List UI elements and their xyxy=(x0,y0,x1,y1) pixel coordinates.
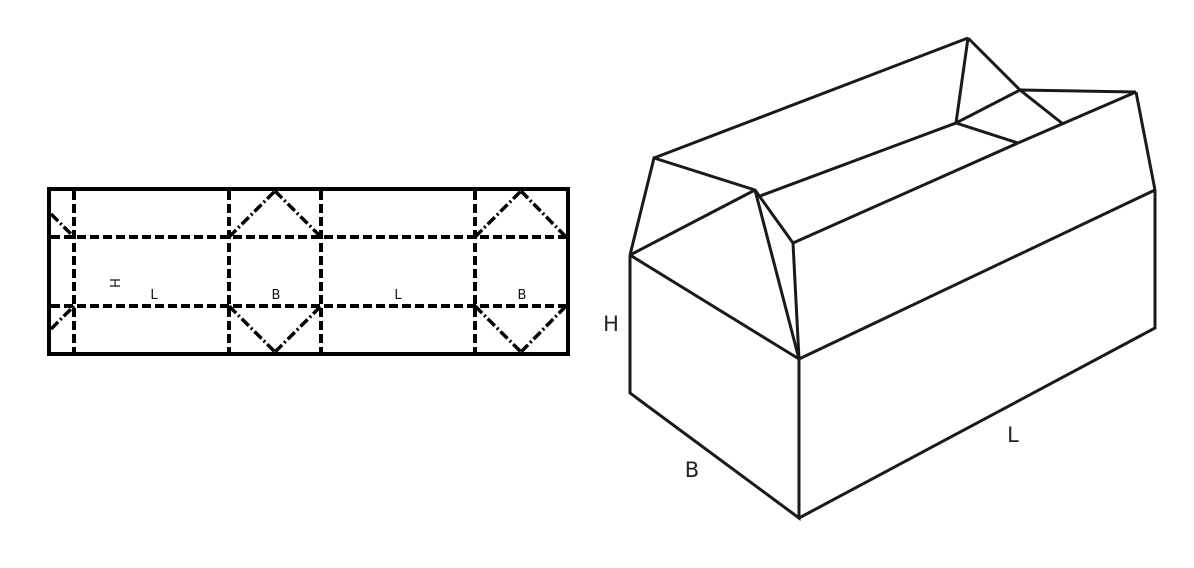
box-side-face xyxy=(798,190,1157,520)
flat-label-breadth-1: B xyxy=(272,288,281,303)
outer-cut-line xyxy=(47,187,570,356)
box-label-breadth: B xyxy=(685,458,699,482)
box-label-height: H xyxy=(603,312,619,336)
inner-flap-edge-back xyxy=(759,121,957,198)
right-gusset-top xyxy=(1019,88,1137,94)
horizontal-creases xyxy=(51,235,566,308)
inner-flap-edge-front xyxy=(792,141,1019,245)
back-top-edge xyxy=(653,36,969,160)
left-gusset-flap xyxy=(628,156,801,360)
box-front-top-edge xyxy=(629,253,800,361)
right-gusset-edge xyxy=(1134,91,1157,191)
right-gusset-fold xyxy=(955,121,1019,145)
box-3d xyxy=(628,36,1157,521)
flat-label-length-2: L xyxy=(394,288,402,303)
flat-label-length-1: L xyxy=(150,288,158,303)
front-flap-top-edge xyxy=(1017,90,1137,145)
box-label-length: L xyxy=(1007,423,1019,447)
box-front-face xyxy=(628,255,801,521)
box-side-top-edge xyxy=(798,188,1156,361)
flat-label-breadth-2: B xyxy=(518,288,527,303)
flat-label-height: H xyxy=(106,278,121,288)
flat-layout: H L B L B xyxy=(47,187,570,356)
left-gusset-fold xyxy=(629,188,756,257)
vertical-creases xyxy=(72,191,477,352)
gusset-folds xyxy=(49,189,568,354)
